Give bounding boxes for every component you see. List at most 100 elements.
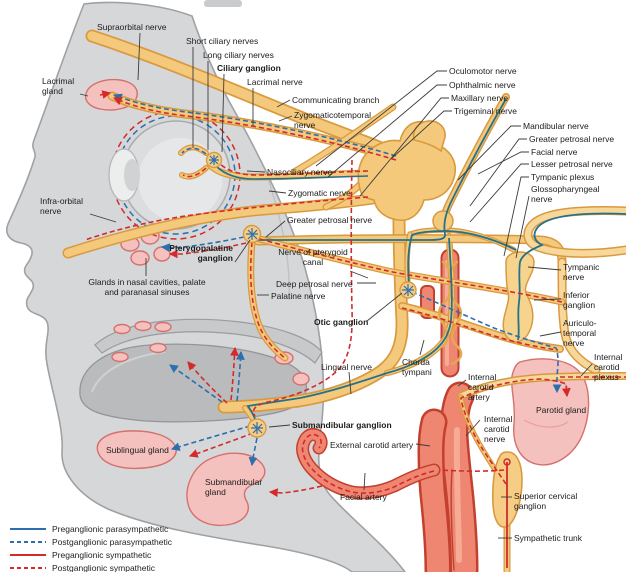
- lesser-petrosal-parasympathetic: [407, 230, 517, 287]
- descending-sympathetic: [252, 159, 353, 417]
- lacrimal-inner-red: [99, 90, 112, 99]
- label-infraorbital-nerve: Infra-orbital nerve: [40, 196, 83, 217]
- label-glands-nasal: Glands in nasal cavities, palate and par…: [88, 277, 206, 298]
- label-pterygopalatine-ganglion: Pterygopalatine ganglion: [169, 243, 233, 264]
- label-maxillary-nerve: Maxillary nerve: [451, 93, 509, 103]
- pterygopalatine-to-glands-red: [168, 242, 247, 259]
- tongue-arrow-red1: [187, 361, 228, 404]
- pterygopalatine-ganglion-symbol: [242, 224, 262, 244]
- lacrimal-postparasympathetic: [112, 93, 397, 157]
- label-lesser-petrosal-nerve: Lesser petrosal nerve: [531, 159, 613, 169]
- label-external-carotid-artery: External carotid artery: [330, 440, 414, 450]
- legend-line-dashed-blue: [10, 540, 46, 543]
- top-crop-remnant: [204, 0, 242, 7]
- lens: [124, 159, 140, 191]
- otic-ganglion-symbol: [399, 281, 417, 299]
- eyeball-inner: [138, 138, 222, 222]
- legend-line-solid-blue: [10, 527, 46, 530]
- label-internal-carotid-plexus: Internal carotid plexus: [594, 352, 623, 383]
- eye: [108, 110, 241, 240]
- label-zygomaticotemporal-nerve: Zygomaticotemporal nerve: [294, 110, 372, 131]
- legend-label: Preganglionic parasympathetic: [52, 523, 169, 534]
- label-facial-nerve: Facial nerve: [531, 147, 578, 157]
- label-mandibular-nerve: Mandibular nerve: [523, 121, 589, 131]
- label-sympathetic-trunk: Sympathetic trunk: [514, 533, 583, 543]
- label-lingual-nerve: Lingual nerve: [321, 362, 373, 372]
- label-nerve-of-pterygoid-canal: Nerve of pterygoid canal: [278, 247, 348, 268]
- tongue-arrow-red2: [230, 346, 239, 401]
- geniculate-ganglion: [432, 210, 454, 232]
- label-facial-artery: Facial artery: [340, 492, 387, 502]
- legend-item-preganglionic-parasympathetic: Preganglionic parasympathetic: [8, 523, 168, 534]
- leader-lines: [79, 32, 593, 539]
- legend-line-dashed-red: [10, 566, 46, 569]
- external-carotid-artery: [419, 411, 449, 572]
- label-trigeminal-nerve: Trigeminal nerve: [454, 106, 517, 116]
- submandibular-arrow-red: [268, 485, 323, 498]
- glossopharyngeal-tympanic-parasympathetic: [517, 212, 626, 341]
- label-lacrimal-gland: Lacrimal gland: [42, 76, 75, 97]
- long-ciliary-sympathetic: [219, 163, 369, 176]
- label-tympanic-plexus: Tympanic plexus: [531, 172, 595, 182]
- short-ciliary-blue: [181, 147, 207, 155]
- submandibular-ganglion-symbol: [247, 418, 267, 438]
- label-nasociliary-nerve: Nasociliary nerve: [267, 167, 333, 177]
- label-ophthalmic-nerve: Ophthalmic nerve: [449, 80, 516, 90]
- deep-petrosal-sympathetic: [255, 237, 563, 303]
- lacrimal-sympathetic: [112, 97, 397, 161]
- scg-to-eca: [439, 469, 505, 472]
- auriculotemporal-sympathetic: [401, 307, 559, 351]
- tongue-highlight: [91, 351, 166, 393]
- label-internal-carotid-nerve: Internal carotid nerve: [484, 414, 513, 445]
- label-internal-carotid-artery: Internal carotid artery: [468, 372, 497, 403]
- facial-gpn-parasympathetic: [258, 98, 507, 241]
- label-lacrimal-nerve: Lacrimal nerve: [247, 77, 303, 87]
- palate: [94, 318, 323, 364]
- label-deep-petrosal-nerve: Deep petrosal nerve: [276, 279, 353, 289]
- label-otic-ganglion: Otic ganglion: [314, 317, 369, 327]
- label-palatine-nerve: Palatine nerve: [271, 291, 326, 301]
- fiber-lines: [84, 90, 626, 568]
- oculomotor-parasympathetic: [215, 165, 369, 180]
- label-submandibular-ganglion: Submandibular ganglion: [292, 420, 392, 430]
- trigeminal-ganglion: [357, 120, 456, 222]
- infraorbital-sympathetic: [84, 196, 369, 241]
- label-communicating-branch: Communicating branch: [292, 95, 380, 105]
- label-inferior-ganglion: Inferior ganglion: [563, 290, 596, 311]
- label-parotid-gland: Parotid gland: [536, 405, 587, 415]
- label-greater-petrosal-nerve-center: Greater petrosal nerve: [287, 215, 373, 225]
- short-ciliary-red: [182, 167, 207, 178]
- label-glossopharyngeal-nerve: Glossopharyngeal nerve: [531, 184, 600, 205]
- legend-item-postganglionic-sympathetic: Postganglionic sympathetic: [8, 562, 155, 572]
- label-long-ciliary-nerves: Long ciliary nerves: [203, 50, 274, 60]
- label-zygomatic-nerve: Zygomatic nerve: [288, 188, 351, 198]
- submandibular-gland: [186, 452, 266, 526]
- legend-item-postganglionic-parasympathetic: Postganglionic parasympathetic: [8, 536, 172, 547]
- legend-line-solid-red: [10, 553, 46, 556]
- tongue-arrow-blue1: [169, 364, 223, 403]
- legend-label: Preganglionic sympathetic: [52, 549, 152, 560]
- sublingual-arrow-blue: [170, 425, 251, 451]
- tongue-arrow-blue2: [236, 350, 245, 402]
- label-sublingual-gland: Sublingual gland: [106, 445, 169, 455]
- label-submandibular-gland: Submandibular gland: [205, 477, 263, 498]
- carotid-seam: [450, 469, 455, 571]
- pterygopalatine-to-glands-blue: [160, 236, 245, 253]
- ganglion-symbols: [205, 151, 417, 438]
- carotid-highlight: [453, 427, 462, 563]
- label-superior-cervical-ganglion: Superior cervical ganglion: [514, 491, 578, 512]
- otic-to-parotid: [411, 291, 562, 394]
- legend-label: Postganglionic parasympathetic: [52, 536, 173, 547]
- label-ciliary-ganglion: Ciliary ganglion: [217, 63, 281, 73]
- label-greater-petrosal-nerve-right: Greater petrosal nerve: [529, 134, 615, 144]
- ciliary-ganglion-symbol: [205, 151, 223, 169]
- head-profile: [5, 0, 406, 572]
- legend-label: Postganglionic sympathetic: [52, 562, 156, 572]
- label-tympanic-nerve: Tympanic nerve: [563, 262, 600, 283]
- label-supraorbital-nerve: Supraorbital nerve: [97, 22, 167, 32]
- submandibular-arrow-blue: [248, 437, 258, 467]
- legend-item-preganglionic-sympathetic: Preganglionic sympathetic: [8, 549, 151, 560]
- label-oculomotor-nerve: Oculomotor nerve: [449, 66, 517, 76]
